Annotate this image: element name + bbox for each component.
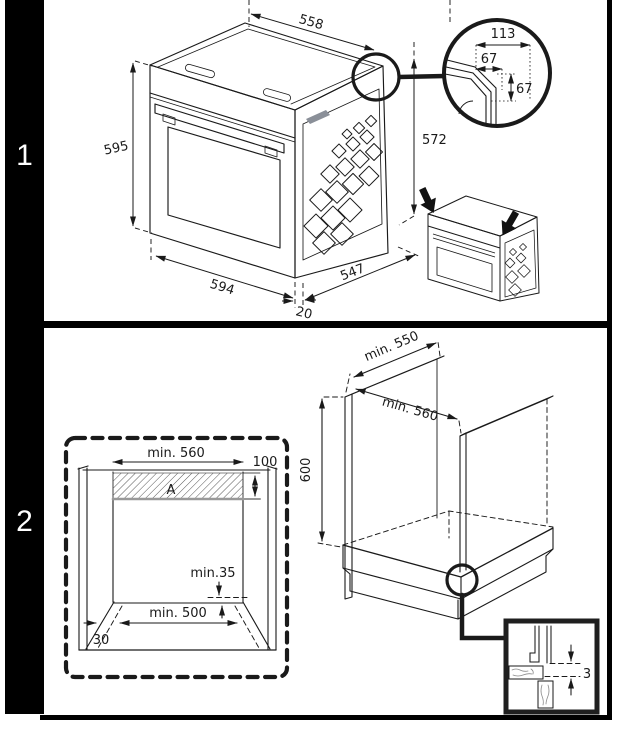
bottom-width-label: min. 500 bbox=[149, 606, 207, 621]
corner-offset-h-label: 67 bbox=[481, 52, 498, 67]
corner-detail-callout bbox=[351, 18, 552, 128]
section-1-number: 1 bbox=[16, 139, 33, 172]
grip-arrow-icon bbox=[414, 184, 442, 217]
corner-offset-v-label: 67 bbox=[516, 82, 533, 97]
vent-height-label: 100 bbox=[253, 455, 278, 470]
small-oven-vents bbox=[504, 243, 531, 297]
vent-area-label: A bbox=[167, 483, 176, 498]
plinth-inset-label: 30 bbox=[93, 633, 110, 648]
callout-connector bbox=[459, 592, 507, 641]
cabinet-depth-label: min. 550 bbox=[362, 329, 421, 365]
niche-width-label: min. 560 bbox=[147, 446, 205, 461]
dim-front-width-label: 594 bbox=[208, 277, 236, 299]
section-2-number: 2 bbox=[16, 505, 33, 538]
callout-source-circle bbox=[445, 563, 479, 597]
top-recess-slot bbox=[185, 63, 215, 79]
top-recess-slot bbox=[263, 88, 291, 102]
side-vent-stripe bbox=[306, 110, 330, 124]
inset-dashed-frame bbox=[63, 435, 290, 680]
side-vent-diamonds bbox=[303, 114, 383, 255]
rear-gap-label: 3 bbox=[583, 667, 591, 682]
section1-oven-drawing bbox=[149, 22, 389, 279]
callout-magnified-circle bbox=[442, 18, 552, 128]
section2-niche-inset bbox=[63, 435, 290, 680]
corner-width-label: 113 bbox=[491, 27, 516, 42]
rear-gap-detail-callout bbox=[445, 563, 600, 715]
dim-install-height-label: 572 bbox=[422, 133, 447, 148]
section-divider bbox=[40, 321, 607, 328]
dim-door-offset-label: 20 bbox=[294, 304, 314, 323]
gap-detail-drawing bbox=[508, 625, 581, 709]
cabinet-height-label: 600 bbox=[299, 458, 314, 483]
grip-arrow-icon bbox=[495, 207, 524, 240]
dim-front-height-label: 595 bbox=[103, 139, 130, 159]
oven-door-window bbox=[167, 126, 281, 249]
oven-top-face bbox=[149, 22, 384, 111]
dim-line-top-width bbox=[250, 13, 375, 51]
dim-line-side-depth bbox=[304, 254, 416, 301]
oven-handle bbox=[154, 103, 285, 154]
cabinet-width-label: min. 560 bbox=[380, 394, 439, 424]
dim-line-front-width bbox=[155, 255, 294, 299]
corner-detail-drawing bbox=[444, 59, 497, 126]
bottom-clearance-label: min.35 bbox=[190, 566, 235, 581]
dim-cabinet-depth bbox=[353, 342, 437, 378]
corner-detail-dimensions bbox=[475, 42, 531, 102]
callout-connector bbox=[398, 73, 446, 80]
page-bottom-border bbox=[40, 715, 612, 720]
vent-area-A bbox=[112, 472, 244, 500]
oven-handling-illustration bbox=[414, 184, 540, 302]
dim-cabinet-width bbox=[355, 388, 458, 420]
dim-top-width-label: 558 bbox=[297, 12, 325, 33]
section2-cabinet-3d bbox=[317, 341, 554, 620]
section1-dimensions bbox=[130, 0, 451, 309]
section-index-bar: 1 2 bbox=[5, 0, 44, 714]
page-right-border bbox=[607, 0, 612, 720]
